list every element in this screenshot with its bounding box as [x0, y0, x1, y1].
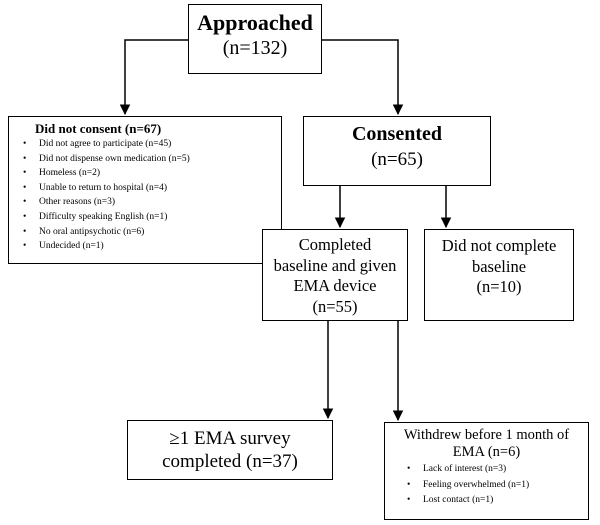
list-item: Feeling overwhelmed (n=1) [399, 478, 588, 494]
list-item: Unable to return to hospital (n=4) [15, 181, 275, 196]
withdrew-box: Withdrew before 1 month of EMA (n=6) Lac… [384, 422, 589, 520]
withdrew-title-line: Withdrew before 1 month of [403, 427, 570, 443]
list-item: Other reasons (n=3) [15, 195, 275, 210]
arrow-to-did-not-consent [119, 39, 188, 116]
completed-baseline-box: Completed baseline and given EMA device … [262, 229, 408, 321]
list-item: Did not agree to participate (n=45) [15, 137, 275, 152]
did-not-consent-title: Did not consent (n=67) [35, 121, 162, 136]
arrow-to-consented [322, 39, 404, 116]
completed-baseline-line: Completed [298, 235, 372, 254]
list-item: Did not dispense own medication (n=5) [15, 152, 275, 167]
ema-completed-box: ≥1 EMA survey completed (n=37) [127, 420, 333, 480]
withdrew-title-line: EMA (n=6) [452, 444, 521, 460]
withdrew-reasons: Lack of interest (n=3) Feeling overwhelm… [385, 462, 588, 509]
list-item: Difficulty speaking English (n=1) [15, 210, 275, 225]
consented-count: (n=65) [371, 149, 423, 170]
list-item: No oral antipsychotic (n=6) [15, 225, 275, 240]
approached-title: Approached [197, 10, 313, 35]
completed-baseline-count: (n=55) [312, 296, 358, 316]
ema-completed-line: completed (n=37) [162, 451, 298, 472]
approached-count: (n=132) [222, 37, 288, 59]
completed-baseline-line: EMA device [293, 276, 377, 295]
did-not-consent-box: Did not consent (n=67) Did not agree to … [8, 116, 282, 264]
completed-baseline-line: baseline and given [273, 255, 397, 275]
ema-completed-line: ≥1 EMA survey [169, 428, 291, 449]
not-completed-baseline-line: baseline [471, 256, 527, 276]
consented-title: Consented [351, 123, 442, 145]
list-item: Homeless (n=2) [15, 166, 275, 181]
list-item: Undecided (n=1) [15, 239, 275, 254]
list-item: Lost contact (n=1) [399, 493, 588, 509]
approached-box: Approached (n=132) [188, 4, 322, 74]
not-completed-baseline-line: Did not complete [441, 236, 557, 255]
not-completed-baseline-box: Did not complete baseline (n=10) [424, 229, 574, 321]
not-completed-baseline-count: (n=10) [476, 277, 522, 296]
consented-box: Consented (n=65) [303, 116, 491, 186]
list-item: Lack of interest (n=3) [399, 462, 588, 478]
did-not-consent-reasons: Did not agree to participate (n=45) Did … [15, 137, 275, 254]
